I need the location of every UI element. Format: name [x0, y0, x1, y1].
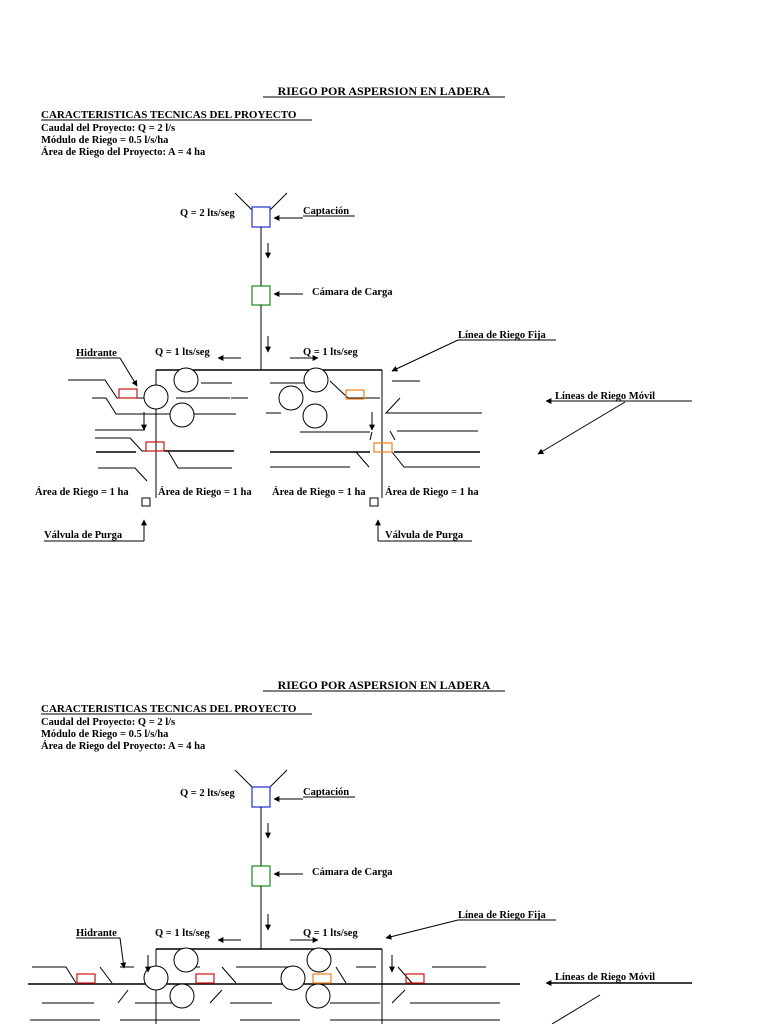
diagram-title: RIEGO POR ASPERSION EN LADERA: [278, 84, 491, 98]
hidrante-box: [373, 442, 393, 453]
spec-line-area: Área de Riego del Proyecto: A = 4 ha: [41, 740, 206, 752]
camara-carga-box: [251, 865, 271, 887]
linea-fija-label: Línea de Riego Fija: [458, 910, 547, 921]
spec-line-area: Área de Riego del Proyecto: A = 4 ha: [41, 146, 206, 158]
valvula-left-label: Válvula de Purga: [44, 530, 123, 541]
spec-line-modulo: Módulo de Riego = 0.5 l/s/ha: [41, 135, 169, 146]
area-label-2: Área de Riego = 1 ha: [158, 486, 252, 498]
camara-label: Cámara de Carga: [312, 867, 393, 878]
hidrante-box: [345, 389, 365, 400]
q-right-label: Q = 1 lts/seg: [303, 347, 358, 358]
q-main-label: Q = 2 lts/seg: [180, 788, 235, 799]
hidrante-label: Hidrante: [76, 348, 117, 359]
valvula-right-label: Válvula de Purga: [385, 530, 464, 541]
spec-line-caudal: Caudal del Proyecto: Q = 2 l/s: [41, 717, 175, 728]
hidrante-box: [118, 388, 138, 399]
valvula-purga-box: [369, 497, 379, 507]
sprinklers: [143, 947, 332, 1009]
area-label-3: Área de Riego = 1 ha: [272, 486, 366, 498]
hidrante-box: [195, 973, 215, 984]
terraces: [28, 966, 520, 1021]
captacion-label: Captación: [303, 787, 349, 798]
q-left-label: Q = 1 lts/seg: [155, 347, 210, 358]
spec-line-caudal: Caudal del Proyecto: Q = 2 l/s: [41, 123, 175, 134]
hidrante-box: [312, 973, 332, 984]
spec-heading: CARACTERISTICAS TECNICAS DEL PROYECTO: [41, 703, 297, 715]
section-1: RIEGO POR ASPERSION EN LADERA CARACTERIS…: [35, 84, 692, 542]
q-main-label: Q = 2 lts/seg: [180, 208, 235, 219]
lineas-movil-label: Líneas de Riego Móvil: [555, 972, 655, 983]
q-left-label: Q = 1 lts/seg: [155, 928, 210, 939]
hidrante-box: [76, 973, 96, 984]
captacion-box: [251, 786, 271, 808]
hidrante-label: Hidrante: [76, 928, 117, 939]
q-right-label: Q = 1 lts/seg: [303, 928, 358, 939]
area-label-1: Área de Riego = 1 ha: [35, 486, 129, 498]
spec-line-modulo: Módulo de Riego = 0.5 l/s/ha: [41, 729, 169, 740]
terraces-left: [68, 379, 236, 482]
captacion-label: Captación: [303, 206, 349, 217]
spec-heading: CARACTERISTICAS TECNICAS DEL PROYECTO: [41, 109, 297, 121]
hidrante-box: [145, 441, 165, 452]
linea-fija-label: Línea de Riego Fija: [458, 330, 547, 341]
valvula-purga-box: [141, 497, 151, 507]
area-label-4: Área de Riego = 1 ha: [385, 486, 479, 498]
camara-label: Cámara de Carga: [312, 287, 393, 298]
captacion-box: [251, 206, 271, 228]
lineas-movil-label: Líneas de Riego Móvil: [555, 391, 655, 402]
camara-carga-box: [251, 285, 271, 306]
diagram-title: RIEGO POR ASPERSION EN LADERA: [278, 678, 491, 692]
sprinklers: [143, 367, 329, 429]
section-2: RIEGO POR ASPERSION EN LADERA CARACTERIS…: [28, 678, 692, 1024]
hidrante-box: [405, 973, 425, 984]
terraces-right: [231, 380, 482, 468]
